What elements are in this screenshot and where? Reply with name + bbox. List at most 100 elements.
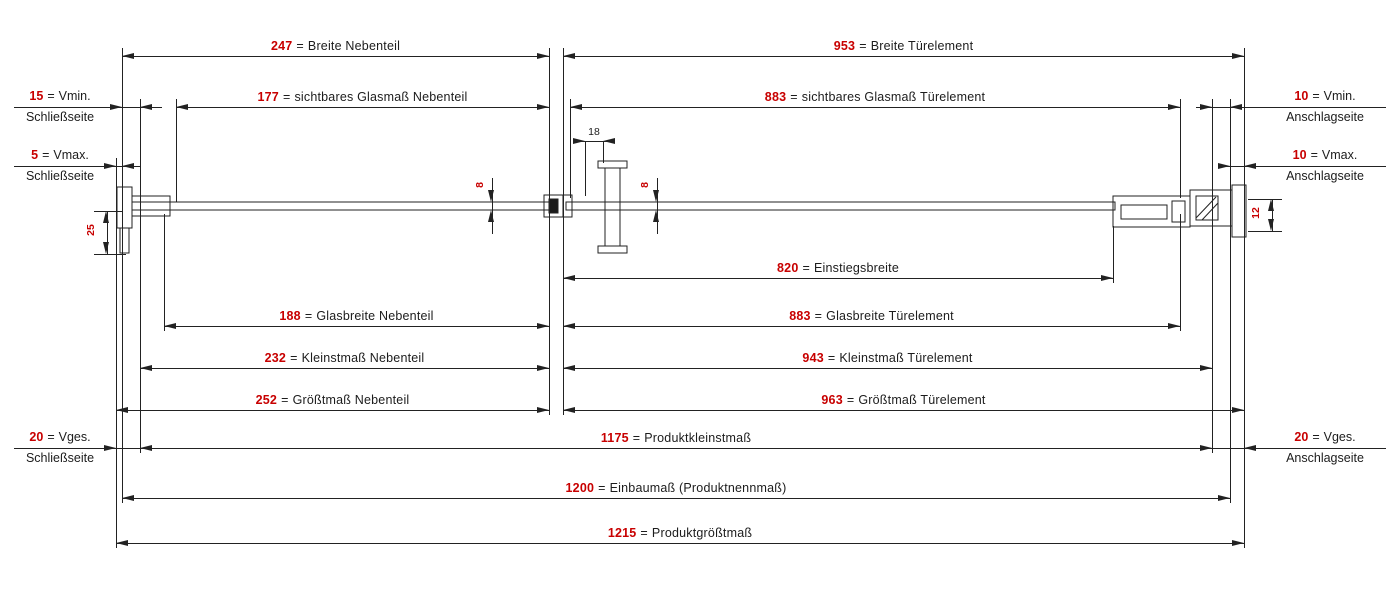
dim-arrow-right-icon [537,53,549,59]
label-vmax-anschlagseite: 10=Vmax. Anschlagseite [1286,148,1364,183]
extension-line [585,141,586,196]
dim-arrow-left-icon [563,275,575,281]
dim-text: 188=Glasbreite Nebenteil [279,309,434,323]
extension-line [122,48,123,503]
glass-thickness-value: 8 [473,182,486,188]
dim-tail-line [14,448,140,449]
dim-arrow-right-icon [1218,163,1230,169]
dim-arrow-right-icon [110,104,122,110]
dim-arrow-right-icon [1232,53,1244,59]
dim-arrow-up-icon [488,210,494,222]
extension-line [1180,99,1181,198]
dim-arrow-left-icon [1230,104,1242,110]
dim-tail-line [1212,448,1386,449]
dim-text: 963=Größtmaß Türelement [821,393,986,407]
glass-thickness-value: 8 [638,182,651,188]
dim-arrow-right-icon [537,323,549,329]
dim-text: 953=Breite Türelement [833,39,974,53]
dim-arrow-right-icon [1200,104,1212,110]
extension-line [140,99,141,453]
dim-tail-line [1196,107,1386,108]
dim-arrow-right-icon [537,104,549,110]
dim-text: 1215=Produktgrößtmaß [607,526,753,540]
dim-arrow-right-icon [537,407,549,413]
dim-arrow-left-icon [563,407,575,413]
dim-line [107,211,108,254]
dim-text: 247=Breite Nebenteil [270,39,401,53]
profile-depth-value: 25 [84,224,97,236]
dim-arrow-left-icon [1244,163,1256,169]
dim-tail-line [573,141,615,142]
dim-arrow-left-icon [1244,445,1256,451]
dim-arrow-left-icon [570,104,582,110]
dim-arrow-left-icon [122,53,134,59]
label-vmin-anschlagseite: 10=Vmin. Anschlagseite [1286,89,1364,124]
dim-tail-line [14,107,162,108]
dim-arrow-down-icon [653,190,659,202]
handle-offset-value: 18 [588,126,600,138]
handle-profile [597,160,628,254]
dim-arrow-up-icon [1268,199,1274,211]
dim-arrow-left-icon [563,53,575,59]
extension-line [176,99,177,202]
dim-tail-line [14,166,140,167]
dim-arrow-left-icon [140,445,152,451]
extension-line [164,214,165,331]
extension-line [116,158,117,548]
tick-line [94,254,126,255]
dim-text: 1200=Einbaumaß (Produktnennmaß) [565,481,787,495]
extension-line [570,99,571,198]
dim-line [657,178,658,234]
dim-text: 252=Größtmaß Nebenteil [255,393,410,407]
label-vges-schliessseite: 20=Vges. Schließseite [25,430,95,465]
dim-arrow-right-icon [104,163,116,169]
dim-arrow-right-icon [537,365,549,371]
dim-arrow-up-icon [653,210,659,222]
tick-line [94,211,122,212]
label-vmax-schliessseite: 5=Vmax. Schließseite [25,148,95,183]
label-vges-anschlagseite: 20=Vges. Anschlagseite [1286,430,1364,465]
extension-line [1230,99,1231,503]
extension-line [1212,99,1213,453]
label-vmin-schliessseite: 15=Vmin. Schließseite [25,89,95,124]
dim-arrow-left-icon [116,407,128,413]
dim-arrow-left-icon [122,495,134,501]
tick-line [1248,231,1282,232]
dim-arrow-left-icon [116,540,128,546]
dim-text: 883=Glasbreite Türelement [789,309,954,323]
side-panel-glass [169,201,553,211]
dim-arrow-up-icon [103,211,109,223]
dim-arrow-left-icon [140,104,152,110]
extension-line [603,141,604,163]
dim-arrow-left-icon [164,323,176,329]
extension-line [1113,226,1114,283]
dim-arrow-right-icon [1232,407,1244,413]
dim-arrow-right-icon [1218,495,1230,501]
dim-arrow-right-icon [1200,365,1212,371]
dim-text: 1175=Produktkleinstmaß [600,431,752,445]
dim-arrow-right-icon [1101,275,1113,281]
door-roller-profile [1112,195,1191,228]
dim-line [492,178,493,234]
left-wall-profile [116,186,171,254]
extension-line [1244,48,1245,548]
dim-arrow-right-icon [1168,104,1180,110]
extension-line [1180,214,1181,331]
dim-arrow-right-icon [1168,323,1180,329]
profile-dim-value: 12 [1249,207,1262,219]
dim-arrow-right-icon [1232,540,1244,546]
dim-arrow-right-icon [104,445,116,451]
tick-line [1248,199,1282,200]
dim-arrow-left-icon [140,365,152,371]
dim-arrow-left-icon [563,365,575,371]
dim-arrow-right-icon [573,138,585,144]
dim-arrow-right-icon [1200,445,1212,451]
dim-text: 883=sichtbares Glasmaß Türelement [764,90,986,104]
dim-arrow-left-icon [563,323,575,329]
dim-arrow-down-icon [103,242,109,254]
dim-tail-line [1218,166,1386,167]
dim-text: 943=Kleinstmaß Türelement [802,351,973,365]
dim-text: 232=Kleinstmaß Nebenteil [264,351,425,365]
